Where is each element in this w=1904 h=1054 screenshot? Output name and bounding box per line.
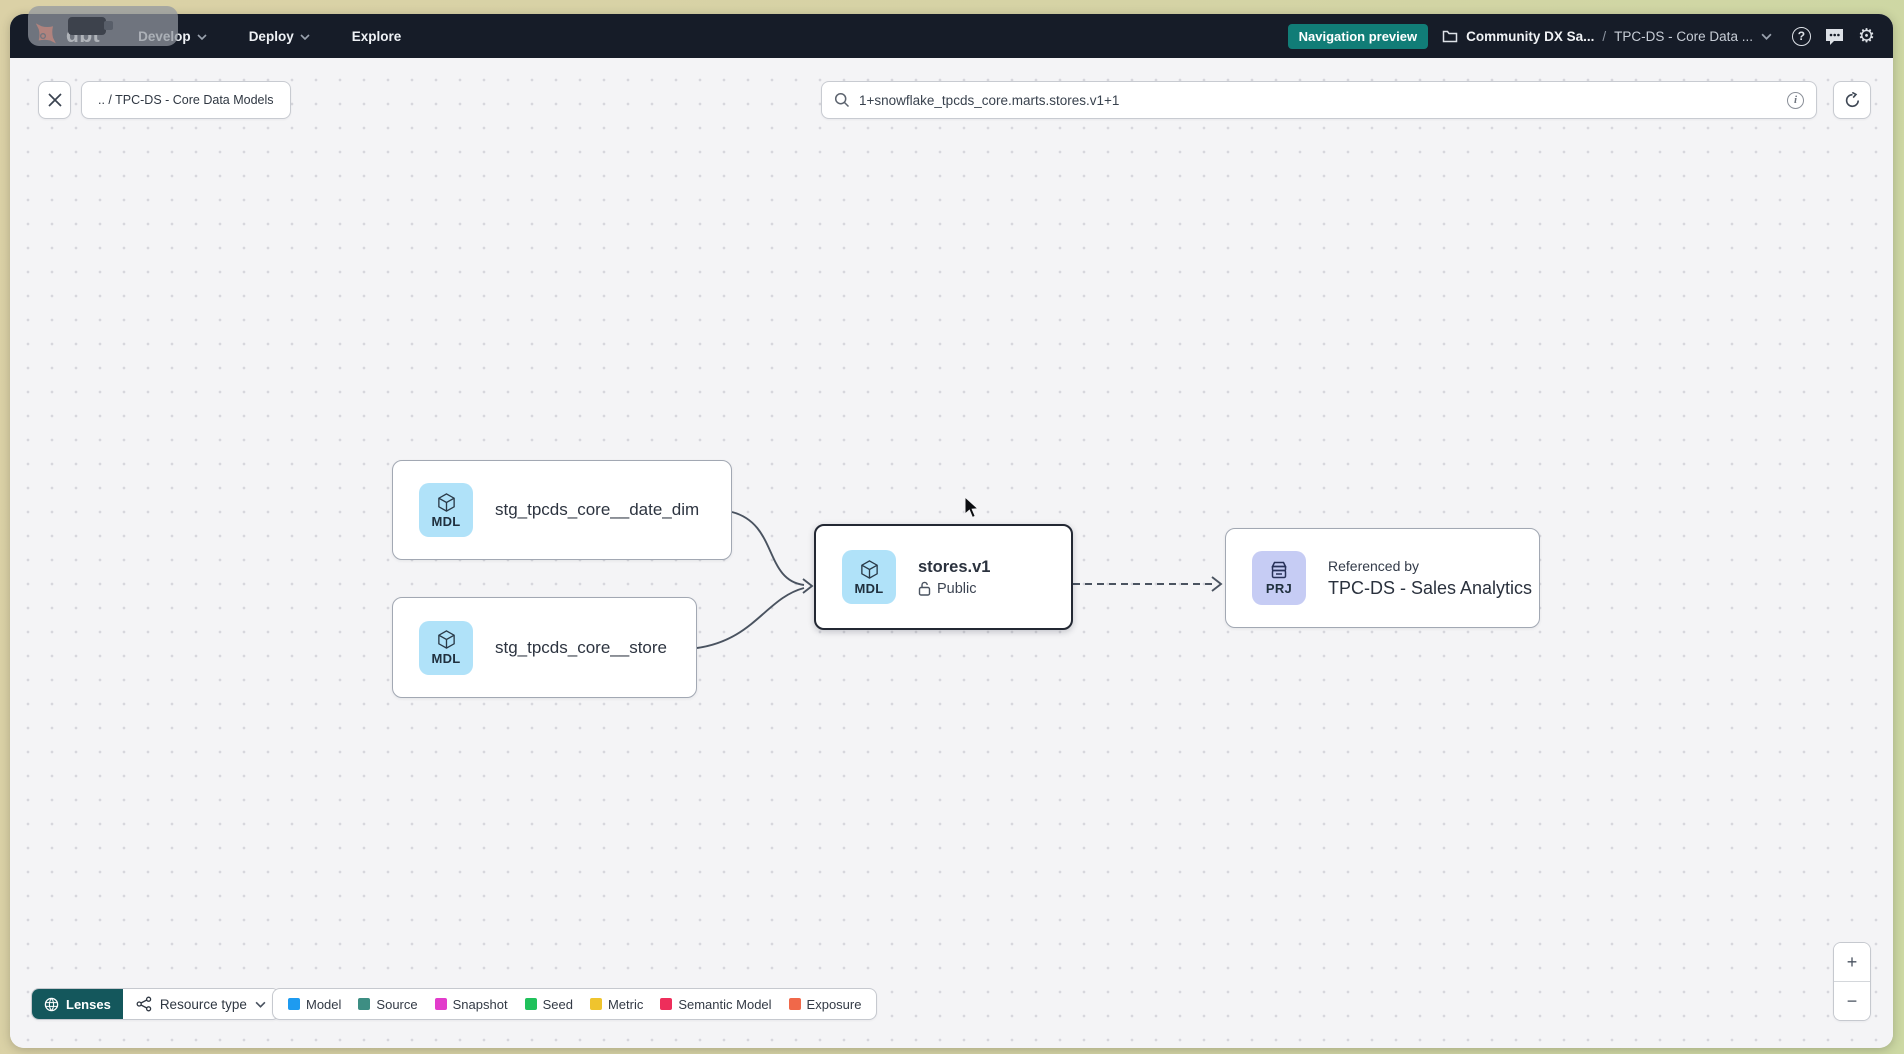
search-icon (834, 92, 850, 108)
lenses-button[interactable]: Lenses (32, 989, 123, 1019)
node-label: stg_tpcds_core__date_dim (495, 500, 700, 519)
cube-icon (860, 559, 878, 579)
legend-swatch-exposure (788, 998, 801, 1010)
nav-deploy[interactable]: Deploy (249, 29, 310, 44)
lineage-search-box: i (821, 81, 1817, 119)
stacked-trays-icon (1271, 561, 1287, 578)
topbar-right-cluster: Navigation preview Community DX Sa... / … (1287, 23, 1875, 49)
resource-type-legend: Model Source Snapshot Seed Metric Semant… (272, 988, 878, 1020)
breadcrumb-text: .. / TPC-DS - Core Data Models (98, 93, 274, 107)
legend-swatch-metric (589, 998, 602, 1010)
access-row: Public (918, 581, 990, 597)
legend-label: Semantic Model (678, 996, 772, 1012)
zoom-controls: + − (1833, 942, 1871, 1021)
divider (1834, 981, 1870, 982)
badge-label: MDL (431, 513, 461, 529)
legend-swatch-semantic-model (660, 998, 673, 1010)
badge-label: MDL (854, 580, 884, 596)
legend-label: Exposure (806, 996, 862, 1012)
chevron-down-icon[interactable] (1761, 33, 1772, 40)
nav-explore[interactable]: Explore (352, 29, 402, 44)
badge-label: PRJ (1265, 580, 1293, 596)
legend-item-metric: Metric (589, 996, 644, 1012)
model-badge: MDL (419, 483, 473, 537)
node-text: stores.v1 Public (918, 558, 990, 597)
feedback-icon[interactable] (1824, 27, 1845, 46)
node-stores-v1[interactable]: MDL stores.v1 Public (814, 524, 1073, 630)
refresh-lineage-button[interactable] (1833, 81, 1871, 119)
chevron-down-icon (255, 1001, 266, 1008)
legend-label: Model (306, 996, 342, 1012)
project-name[interactable]: TPC-DS - Core Data ... (1614, 28, 1753, 44)
legend-swatch-snapshot (434, 998, 447, 1010)
node-stg-tpcds-core-date-dim[interactable]: MDL stg_tpcds_core__date_dim (392, 460, 732, 560)
access-label: Public (937, 580, 977, 597)
window-capture-icon (68, 17, 113, 35)
cube-icon (437, 492, 455, 512)
navigation-preview-badge[interactable]: Navigation preview (1287, 23, 1429, 49)
node-referenced-project[interactable]: PRJ Referenced by TPC-DS - Sales Analyti… (1225, 528, 1540, 628)
node-title: stores.v1 (918, 557, 991, 576)
path-separator: / (1602, 28, 1607, 44)
resource-type-label: Resource type (159, 996, 247, 1012)
close-icon (47, 93, 62, 107)
info-icon[interactable]: i (1787, 91, 1804, 109)
node-label: stg_tpcds_core__store (495, 637, 667, 657)
top-navigation-bar: dbt Develop Deploy Explore Navigation pr… (10, 14, 1893, 58)
legend-item-snapshot: Snapshot (434, 996, 508, 1012)
zoom-out-button[interactable]: − (1834, 982, 1870, 1020)
zoom-in-button[interactable]: + (1834, 943, 1870, 981)
model-badge: MDL (419, 620, 473, 675)
settings-gear-icon[interactable]: ⚙ (1857, 25, 1875, 47)
refresh-icon (1845, 91, 1859, 107)
node-stg-tpcds-core-store[interactable]: MDL stg_tpcds_core__store (392, 597, 697, 698)
model-badge: MDL (842, 550, 896, 604)
legend-item-seed: Seed (524, 996, 573, 1012)
help-icon[interactable]: ? (1791, 26, 1811, 46)
referenced-project-title: TPC-DS - Sales Analytics (1328, 577, 1533, 598)
legend-item-model: Model (288, 997, 341, 1012)
folder-icon (1442, 30, 1458, 43)
legend-label: Seed (542, 996, 573, 1012)
view-controls-group: Lenses Resource type (31, 988, 280, 1020)
project-badge: PRJ (1252, 551, 1306, 605)
legend-label: Metric (607, 996, 644, 1012)
resource-type-dropdown[interactable]: Resource type (122, 989, 279, 1019)
legend-item-exposure: Exposure (788, 996, 862, 1012)
dbt-app-window: dbt Develop Deploy Explore Navigation pr… (10, 14, 1893, 1048)
account-name[interactable]: Community DX Sa... (1466, 28, 1595, 44)
badge-label: MDL (431, 651, 461, 666)
nav-explore-label: Explore (351, 28, 402, 44)
close-lineage-button[interactable] (38, 81, 71, 119)
lens-icon (44, 997, 59, 1011)
legend-label: Source (376, 996, 418, 1012)
chevron-down-icon (197, 33, 207, 40)
search-input[interactable] (859, 92, 1778, 108)
lenses-label: Lenses (66, 996, 111, 1012)
chevron-down-icon (300, 33, 310, 40)
lock-open-icon (918, 581, 931, 596)
legend-item-source: Source (358, 996, 418, 1012)
referenced-by-label: Referenced by (1328, 557, 1420, 574)
legend-swatch-model (288, 998, 300, 1010)
cube-icon (437, 630, 455, 649)
legend-item-semantic-model: Semantic Model (660, 996, 772, 1012)
screen-recording-overlay (28, 6, 178, 46)
nav-deploy-label: Deploy (248, 28, 294, 44)
legend-label: Snapshot (452, 996, 508, 1012)
legend-swatch-source (358, 998, 371, 1010)
topbar-icons: ? ⚙ (1791, 25, 1875, 47)
lineage-breadcrumb[interactable]: .. / TPC-DS - Core Data Models (81, 81, 291, 119)
account-project-breadcrumb[interactable]: Community DX Sa... / TPC-DS - Core Data … (1442, 29, 1772, 44)
legend-swatch-seed (524, 998, 537, 1010)
graph-nodes-icon (136, 996, 152, 1012)
node-text: Referenced by TPC-DS - Sales Analytics (1328, 558, 1532, 599)
mouse-cursor (964, 496, 980, 519)
